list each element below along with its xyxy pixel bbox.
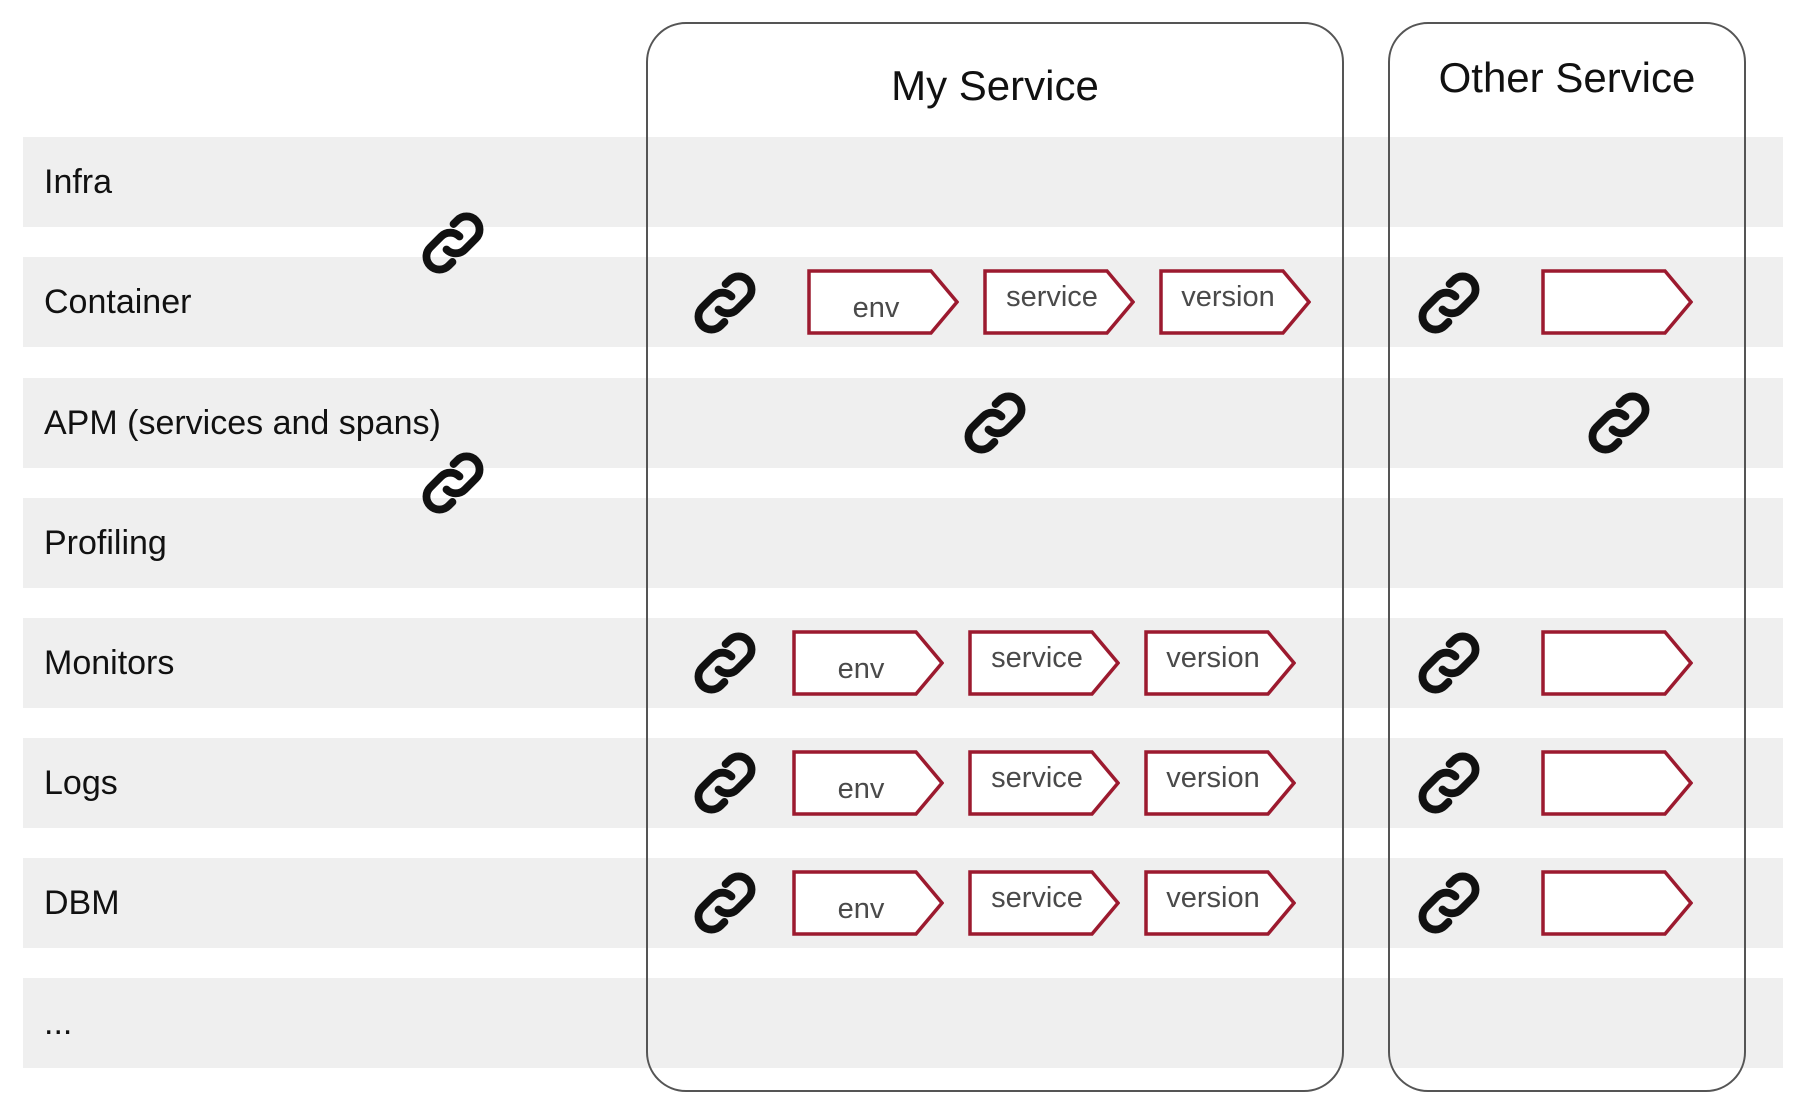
my-service-title: My Service bbox=[891, 62, 1099, 109]
tag-dbm-service: service bbox=[968, 870, 1120, 936]
link-glyph bbox=[694, 872, 756, 934]
link-glyph bbox=[422, 212, 484, 274]
link-icon-my-logs bbox=[686, 744, 764, 822]
tag-other-monitors-empty bbox=[1541, 630, 1693, 696]
tag-dbm-version: version bbox=[1144, 870, 1296, 936]
tag-outline bbox=[1541, 750, 1693, 816]
tag-outline bbox=[1541, 630, 1693, 696]
row-label-more: ... bbox=[44, 1004, 73, 1042]
tag-outline bbox=[1144, 750, 1296, 816]
link-icon-my-monitors bbox=[686, 624, 764, 702]
row-label-monitors: Monitors bbox=[44, 644, 175, 682]
row-band-apm bbox=[23, 378, 1783, 468]
link-glyph bbox=[694, 272, 756, 334]
link-glyph bbox=[1418, 872, 1480, 934]
link-icon-other-container bbox=[1410, 264, 1488, 342]
tag-other-dbm-empty bbox=[1541, 870, 1693, 936]
tag-other-logs-empty bbox=[1541, 750, 1693, 816]
row-label-apm: APM (services and spans) bbox=[44, 404, 441, 442]
tag-monitors-service: service bbox=[968, 630, 1120, 696]
link-icon-other-apm bbox=[1580, 384, 1658, 462]
my-service-column bbox=[646, 22, 1344, 1092]
row-label-infra: Infra bbox=[44, 163, 113, 201]
tag-logs-version: version bbox=[1144, 750, 1296, 816]
tag-container-version: version bbox=[1159, 269, 1311, 335]
link-icon-other-monitors bbox=[1410, 624, 1488, 702]
row-label-profiling: Profiling bbox=[44, 524, 167, 562]
tag-dbm-env: env bbox=[792, 870, 944, 936]
tag-logs-service: service bbox=[968, 750, 1120, 816]
row-label-container: Container bbox=[44, 283, 192, 321]
tag-monitors-env: env bbox=[792, 630, 944, 696]
link-icon-other-dbm bbox=[1410, 864, 1488, 942]
row-band-more bbox=[23, 978, 1783, 1068]
link-glyph bbox=[694, 632, 756, 694]
link-glyph bbox=[422, 452, 484, 514]
tag-outline bbox=[1144, 870, 1296, 936]
other-service-title: Other Service bbox=[1438, 54, 1696, 101]
tag-logs-env: env bbox=[792, 750, 944, 816]
tag-outline bbox=[968, 630, 1120, 696]
link-glyph bbox=[1418, 632, 1480, 694]
row-band-profiling bbox=[23, 498, 1783, 588]
link-glyph bbox=[1418, 752, 1480, 814]
link-icon-my-apm bbox=[956, 384, 1034, 462]
tag-outline bbox=[968, 750, 1120, 816]
link-icon-my-container bbox=[686, 264, 764, 342]
tag-outline bbox=[1144, 630, 1296, 696]
link-icon-other-logs bbox=[1410, 744, 1488, 822]
link-icon-infra-container bbox=[414, 204, 492, 282]
tag-outline bbox=[792, 750, 944, 816]
tag-container-env: env bbox=[807, 269, 959, 335]
tag-other-container-empty bbox=[1541, 269, 1693, 335]
link-glyph bbox=[1588, 392, 1650, 454]
tag-outline bbox=[968, 870, 1120, 936]
other-service-column bbox=[1388, 22, 1746, 1092]
link-glyph bbox=[694, 752, 756, 814]
link-glyph bbox=[1418, 272, 1480, 334]
tag-monitors-version: version bbox=[1144, 630, 1296, 696]
link-icon-apm-profiling bbox=[414, 444, 492, 522]
tag-outline bbox=[792, 870, 944, 936]
tag-outline bbox=[1159, 269, 1311, 335]
tag-container-service: service bbox=[983, 269, 1135, 335]
tag-outline bbox=[1541, 269, 1693, 335]
tag-outline bbox=[983, 269, 1135, 335]
row-label-logs: Logs bbox=[44, 764, 118, 802]
row-band-infra bbox=[23, 137, 1783, 227]
row-label-dbm: DBM bbox=[44, 884, 120, 922]
link-glyph bbox=[964, 392, 1026, 454]
tag-outline bbox=[807, 269, 959, 335]
tag-outline bbox=[792, 630, 944, 696]
link-icon-my-dbm bbox=[686, 864, 764, 942]
tag-outline bbox=[1541, 870, 1693, 936]
